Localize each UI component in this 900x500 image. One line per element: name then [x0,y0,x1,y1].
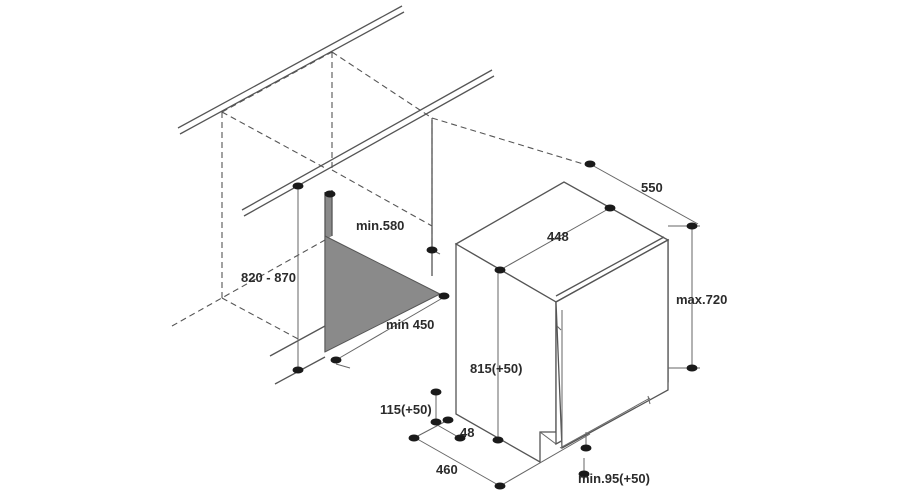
niche-floor [324,235,442,353]
label-niche-height: 820 - 870 [241,270,296,285]
label-min-gap: min.95(+50) [578,471,650,486]
label-width: 460 [436,462,458,477]
dishwasher-body [454,181,670,464]
label-plinth-offset: 48 [460,425,474,440]
label-depth-top: 448 [547,229,569,244]
label-niche-depth: min.580 [356,218,404,233]
label-niche-width: min 450 [386,317,434,332]
label-depth-total: 550 [641,180,663,195]
countertop-back [177,5,405,135]
label-appliance-height: 815(+50) [470,361,522,376]
measurement-dots [292,160,698,490]
label-plinth-height: 115(+50) [380,402,432,417]
countertop-front [241,69,495,217]
dimension-lines [411,163,700,487]
label-height-max: max.720 [676,292,727,307]
